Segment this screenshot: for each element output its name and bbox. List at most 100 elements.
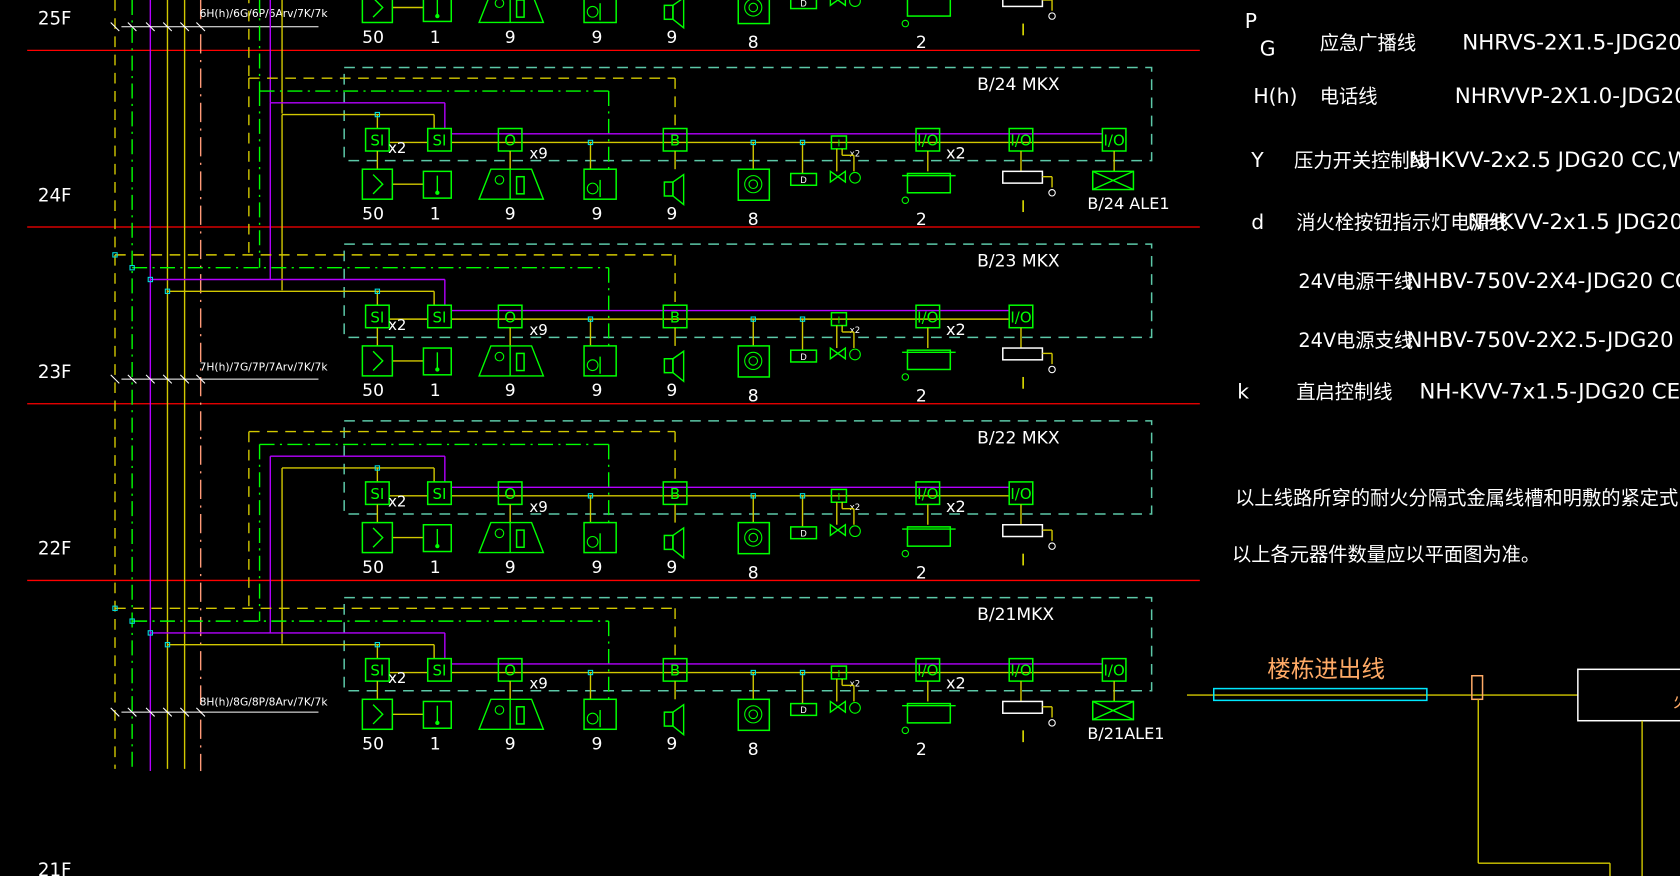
floor-label: 25F xyxy=(38,9,72,30)
multiplier-label: x2 xyxy=(850,326,861,336)
module-box-label: B/22 MKX xyxy=(977,428,1060,448)
device-count-smoke: 50 xyxy=(362,205,384,225)
io-module-3-label: I/O xyxy=(1104,662,1125,680)
device-count-manual: 1 xyxy=(430,381,441,401)
riser-tick xyxy=(145,374,155,384)
smoke-detector-symbol xyxy=(361,345,394,377)
incoming-trunk-title: 楼栋进出线 xyxy=(1267,655,1385,683)
hydrant-button-icon xyxy=(494,705,505,715)
surge-protector-symbol xyxy=(1471,674,1484,701)
damper-terminal xyxy=(1048,12,1056,20)
speaker-icon xyxy=(672,349,685,383)
fan-control-symbol xyxy=(906,172,952,194)
elevator-box-symbol xyxy=(1091,170,1135,191)
smoke-detector-icon xyxy=(372,704,384,725)
junction-node xyxy=(587,493,594,499)
heat-detector-icon xyxy=(744,528,763,547)
riser-tick xyxy=(127,374,137,384)
flow-indicator-symbol xyxy=(789,349,818,363)
hydrant-button-icon xyxy=(494,528,505,539)
fan-control-icon xyxy=(901,19,910,28)
speaker-icon xyxy=(672,173,685,206)
legend-spec: NH-KVV-7x1.5-JDG20 CE,W xyxy=(1419,379,1680,404)
signal-valve-icon xyxy=(829,700,847,714)
legend-spec: NHKVV-2x1.5 JDG20 xyxy=(1468,210,1680,235)
riser-tick xyxy=(179,707,190,717)
output-module-label: O xyxy=(504,308,516,326)
device-count-manual: 1 xyxy=(430,28,441,48)
flow-indicator-symbol xyxy=(789,702,818,717)
manual-alarm-dot xyxy=(435,367,440,372)
hydrant-button-icon xyxy=(515,175,525,195)
flow-indicator-label: D xyxy=(800,0,807,9)
output-module-label: O xyxy=(504,485,516,503)
junction-node xyxy=(587,139,594,146)
input-module-label: I xyxy=(838,139,841,150)
riser-tick xyxy=(110,22,120,32)
hydrant-button-icon xyxy=(515,352,525,372)
device-count-hydrant_button: 9 xyxy=(505,558,516,578)
legend-code: k xyxy=(1237,379,1249,403)
legend-code: P xyxy=(1245,9,1257,33)
input-module-label: I xyxy=(838,492,841,503)
speaker-symbol xyxy=(663,534,674,551)
junction-node xyxy=(799,493,806,499)
isolator-module-label: SI xyxy=(370,132,384,150)
device-count-speaker: 9 xyxy=(666,558,677,578)
module-box-label: B/24 MKX xyxy=(977,75,1060,95)
smoke-detector-symbol xyxy=(361,698,394,731)
heat-detector-symbol xyxy=(737,168,771,202)
riser-tick xyxy=(162,374,173,384)
io-module-3-label: I/O xyxy=(1104,132,1125,150)
device-count-manual: 1 xyxy=(430,205,441,225)
junction-node xyxy=(750,493,756,499)
device-count-manual: 1 xyxy=(430,735,441,755)
output-module-label: O xyxy=(504,132,516,150)
junction-node xyxy=(129,265,135,271)
signal-valve-icon xyxy=(829,523,847,537)
hydrant-button-icon xyxy=(515,529,525,548)
isolator-module-label: SI xyxy=(370,485,384,503)
junction-node xyxy=(164,642,171,648)
speaker-icon xyxy=(672,526,685,560)
legend-spec: NHBV-750V-2X4-JDG20 CC xyxy=(1407,269,1680,294)
fan-control-icon xyxy=(901,373,910,381)
pressure-switch-icon xyxy=(849,171,861,184)
device-count-smoke: 50 xyxy=(362,735,384,755)
input-module xyxy=(830,311,848,327)
device-count-speaker: 9 xyxy=(666,735,677,755)
speaker-symbol xyxy=(663,4,674,21)
broadcast-module-label: B xyxy=(670,485,680,503)
elevator-box-label: B/21ALE1 xyxy=(1087,724,1164,743)
io-module-2-label: I/O xyxy=(1010,308,1031,326)
input-module xyxy=(830,665,848,680)
manual-alarm-dot xyxy=(435,544,440,549)
floor-label: 24F xyxy=(38,185,72,206)
multiplier-label: x2 xyxy=(946,674,966,693)
output-module-label: O xyxy=(504,662,516,680)
device-count-fan: 2 xyxy=(916,210,927,230)
junction-node xyxy=(129,618,135,624)
alarm-icon xyxy=(586,359,599,372)
broadcast-module-label: B xyxy=(670,662,680,680)
device-count-speaker: 9 xyxy=(666,381,677,401)
heat-detector-icon xyxy=(744,705,763,724)
heat-detector-icon xyxy=(744,351,763,370)
fan-control-icon xyxy=(901,196,910,205)
pressure-switch-icon xyxy=(849,525,861,538)
hydrant-button-symbol xyxy=(478,168,545,200)
heat-detector-icon xyxy=(748,532,759,543)
flow-indicator-label: D xyxy=(800,706,807,716)
multiplier-label: x9 xyxy=(529,498,547,516)
multiplier-label: x9 xyxy=(529,144,547,162)
manual-alarm-symbol xyxy=(422,523,453,553)
heat-detector-icon xyxy=(748,356,759,366)
hydrant-button-icon xyxy=(515,0,525,18)
junction-node xyxy=(750,669,756,676)
fire-damper-symbol xyxy=(1002,700,1044,714)
isolator-module-2 xyxy=(426,657,453,682)
